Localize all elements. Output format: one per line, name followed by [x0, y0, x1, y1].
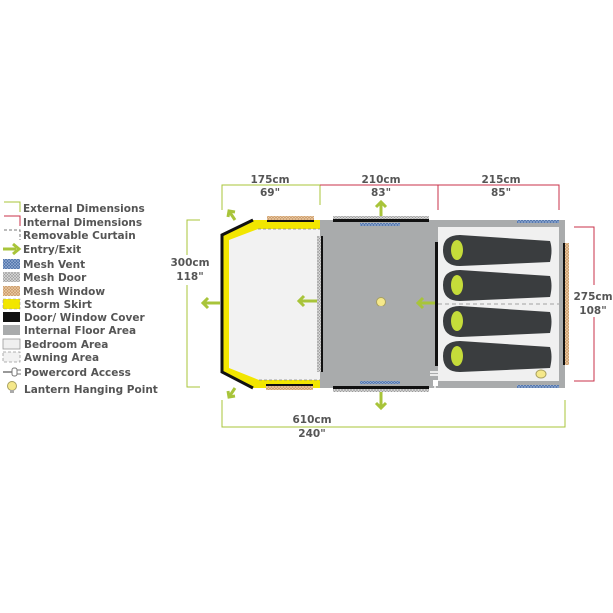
external-dimension-icon	[4, 201, 21, 212]
dimension-lines	[160, 184, 613, 428]
mesh-vent	[517, 385, 559, 388]
tent	[200, 199, 569, 411]
bedroom-length-cm: 215cm	[481, 174, 520, 186]
legend-label: Door/ Window Cover	[24, 312, 145, 324]
mesh-door	[333, 389, 429, 392]
mesh-vent	[360, 223, 400, 226]
awning-icon	[2, 351, 21, 363]
mesh-door	[333, 216, 429, 219]
legend-label: Internal Dimensions	[23, 217, 142, 229]
storm-skirt	[222, 220, 320, 388]
legend: External Dimensions Internal Dimensions …	[2, 201, 158, 396]
arrow-icon	[3, 242, 22, 256]
total-length-in: 240"	[298, 428, 325, 440]
legend-label: Powercord Access	[24, 367, 131, 379]
entry-exit-arrows	[200, 199, 435, 411]
mesh-window-icon	[3, 286, 20, 296]
bedroom-length-in: 85"	[491, 187, 511, 199]
inner-width-in: 108"	[579, 305, 606, 317]
mesh-vent	[360, 381, 400, 384]
legend-label: Mesh Vent	[23, 259, 85, 271]
mesh-window	[565, 243, 569, 365]
legend-label: Bedroom Area	[24, 339, 108, 351]
storm-skirt-icon	[2, 298, 21, 310]
height-in: 118"	[176, 271, 203, 283]
floor-icon	[3, 325, 20, 335]
height-cm: 300cm	[170, 257, 209, 269]
internal-dimension-icon	[4, 215, 21, 226]
inner-width-cm: 275cm	[573, 291, 612, 303]
legend-label: Removable Curtain	[23, 230, 136, 242]
bedroom-icon	[2, 338, 21, 350]
bedroom-door-cover	[435, 242, 438, 366]
living-length-cm: 210cm	[361, 174, 400, 186]
cover-icon	[3, 312, 20, 322]
curtain-icon	[4, 229, 21, 240]
mesh-door-icon	[3, 272, 20, 282]
legend-label: Mesh Door	[23, 272, 87, 284]
legend-label: External Dimensions	[23, 203, 145, 215]
awning-door-cover	[220, 218, 254, 390]
legend-label: Internal Floor Area	[24, 325, 136, 337]
awning-length-in: 69"	[260, 187, 280, 199]
total-length-cm: 610cm	[292, 414, 331, 426]
mesh-window	[266, 386, 313, 390]
lantern-icon	[7, 381, 17, 393]
lantern-point	[376, 297, 386, 309]
living-length-in: 83"	[371, 187, 391, 199]
mesh-window	[267, 216, 314, 220]
mesh-door	[317, 236, 321, 372]
mesh-vent-icon	[3, 259, 20, 269]
mesh-vent	[517, 220, 559, 223]
awning-area	[222, 220, 320, 388]
legend-label: Mesh Window	[23, 286, 105, 298]
legend-label: Entry/Exit	[23, 244, 81, 256]
lantern-point	[535, 369, 547, 379]
legend-label: Lantern Hanging Point	[24, 384, 158, 396]
powercord-access	[430, 371, 438, 398]
legend-label: Awning Area	[24, 352, 99, 364]
awning-length-cm: 175cm	[250, 174, 289, 186]
legend-label: Storm Skirt	[24, 299, 92, 311]
powercord-icon	[3, 367, 21, 377]
sleeping-bags	[443, 235, 552, 372]
